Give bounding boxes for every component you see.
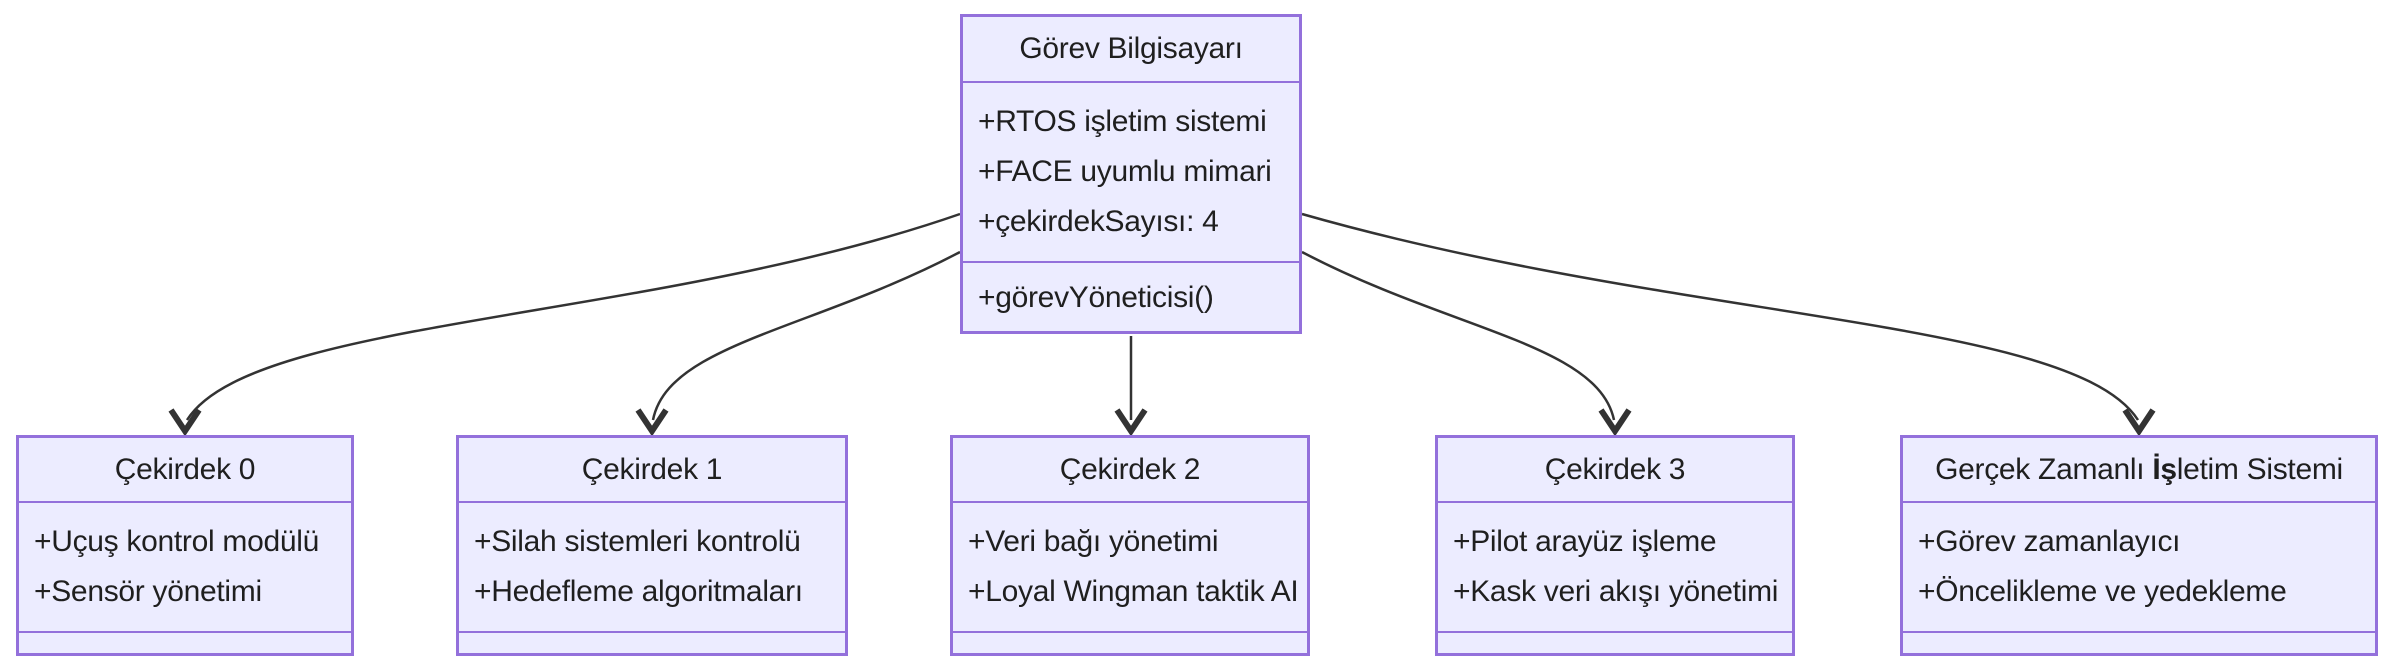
class-attributes: +Görev zamanlayıcı +Öncelikleme ve yedek…: [1903, 503, 2375, 633]
attribute-line: +Veri bağı yönetimi: [968, 525, 1219, 558]
class-methods-empty: [19, 633, 351, 653]
edge-gorev-to-rtos: [1301, 212, 2156, 437]
attribute-line: +Görev zamanlayıcı: [1918, 525, 2181, 558]
class-title: Çekirdek 0: [19, 438, 351, 503]
arrowhead-down-icon: [168, 408, 202, 437]
class-methods-empty: [953, 633, 1307, 653]
attribute-line: +Öncelikleme ve yedekleme: [1918, 575, 2287, 608]
attribute-line: +çekirdekSayısı: 4: [978, 205, 1219, 238]
class-title: Gerçek Zamanlı İşletim Sistemi: [1903, 438, 2375, 503]
attribute-line: +Hedefleme algoritmaları: [474, 575, 803, 608]
class-title: Çekirdek 3: [1438, 438, 1792, 503]
class-box-cekirdek-1: Çekirdek 1 +Silah sistemleri kontrolü +H…: [456, 435, 848, 656]
class-title: Çekirdek 2: [953, 438, 1307, 503]
class-title-bold: İş: [2152, 453, 2177, 486]
edge-gorev-to-cekirdek0: [168, 212, 961, 437]
class-box-rtos: Gerçek Zamanlı İşletim Sistemi +Görev za…: [1900, 435, 2378, 656]
class-methods-empty: [459, 633, 845, 653]
class-methods-empty: [1438, 633, 1792, 653]
class-title: Çekirdek 1: [459, 438, 845, 503]
class-attributes: +Silah sistemleri kontrolü +Hedefleme al…: [459, 503, 845, 633]
attribute-line: +FACE uyumlu mimari: [978, 155, 1272, 188]
class-box-gorev-bilgisayari: Görev Bilgisayarı +RTOS işletim sistemi …: [960, 14, 1302, 334]
attribute-line: +Pilot arayüz işleme: [1453, 525, 1717, 558]
class-attributes: +Pilot arayüz işleme +Kask veri akışı yö…: [1438, 503, 1792, 633]
class-box-cekirdek-2: Çekirdek 2 +Veri bağı yönetimi +Loyal Wi…: [950, 435, 1310, 656]
edge-gorev-to-cekirdek2: [1114, 336, 1148, 437]
class-box-cekirdek-3: Çekirdek 3 +Pilot arayüz işleme +Kask ve…: [1435, 435, 1795, 656]
class-title-pre: Gerçek Zamanlı: [1935, 453, 2153, 486]
attribute-line: +RTOS işletim sistemi: [978, 105, 1267, 138]
arrowhead-down-icon: [1114, 408, 1148, 437]
class-title-post: letim Sistemi: [2176, 453, 2343, 486]
class-attributes: +Veri bağı yönetimi +Loyal Wingman takti…: [953, 503, 1307, 633]
attribute-line: +Kask veri akışı yönetimi: [1453, 575, 1779, 608]
attribute-line: +Sensör yönetimi: [34, 575, 262, 608]
class-box-cekirdek-0: Çekirdek 0 +Uçuş kontrol modülü +Sensör …: [16, 435, 354, 656]
attribute-line: +Silah sistemleri kontrolü: [474, 525, 801, 558]
attribute-line: +Uçuş kontrol modülü: [34, 525, 319, 558]
class-attributes: +Uçuş kontrol modülü +Sensör yönetimi: [19, 503, 351, 633]
attribute-line: +Loyal Wingman taktik AI: [968, 575, 1299, 608]
edge-gorev-to-cekirdek3: [1301, 250, 1632, 437]
arrowhead-down-icon: [1598, 408, 1632, 437]
class-methods-empty: [1903, 633, 2375, 653]
class-attributes: +RTOS işletim sistemi +FACE uyumlu mimar…: [963, 83, 1299, 263]
arrowhead-down-icon: [635, 408, 669, 437]
edge-gorev-to-cekirdek1: [635, 250, 961, 437]
method-line: +görevYöneticisi(): [978, 281, 1214, 314]
class-methods: +görevYöneticisi(): [963, 263, 1299, 333]
class-title: Görev Bilgisayarı: [963, 17, 1299, 83]
arrowhead-down-icon: [2122, 408, 2156, 437]
